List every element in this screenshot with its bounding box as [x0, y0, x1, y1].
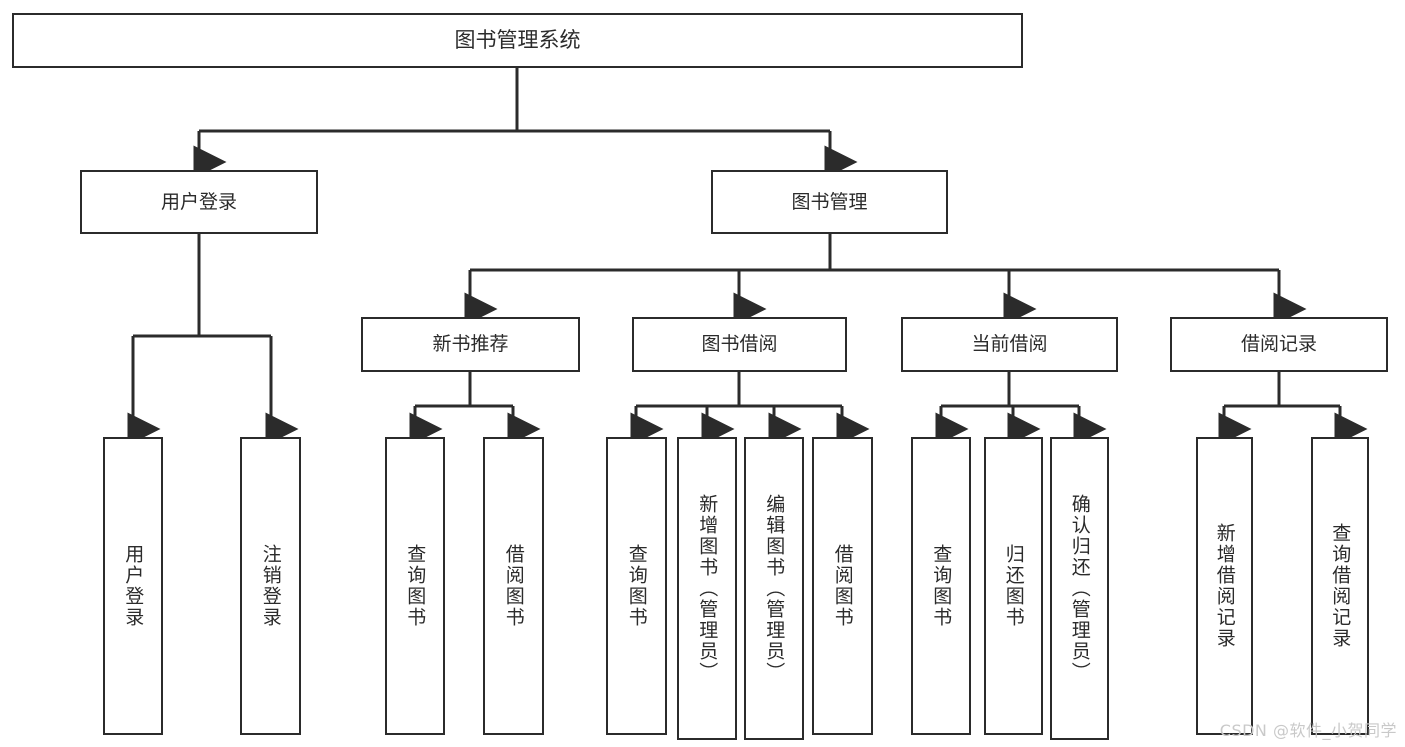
node-new-book-recommend[interactable]: 新书推荐 — [361, 317, 580, 372]
leaf-add-book-admin-label: 新增图书（管理员） — [696, 494, 719, 683]
leaf-query-book-current-label: 查询图书 — [930, 544, 953, 628]
watermark: CSDN @软件_小贺同学 — [1219, 721, 1397, 740]
node-new-book-recommend-label: 新书推荐 — [432, 333, 509, 356]
leaf-query-borrow-record[interactable]: 查询借阅记录 — [1311, 437, 1369, 735]
leaf-borrow-book-label: 借阅图书 — [831, 544, 854, 628]
leaf-query-book-borrow-label: 查询图书 — [625, 544, 648, 628]
leaf-query-book-current[interactable]: 查询图书 — [911, 437, 971, 735]
leaf-add-book-admin[interactable]: 新增图书（管理员） — [677, 437, 737, 740]
node-book-management-label: 图书管理 — [791, 190, 868, 213]
leaf-confirm-return-admin[interactable]: 确认归还（管理员） — [1050, 437, 1109, 740]
node-book-borrow[interactable]: 图书借阅 — [632, 317, 847, 372]
leaf-query-book-borrow[interactable]: 查询图书 — [606, 437, 667, 735]
node-book-borrow-label: 图书借阅 — [701, 333, 778, 356]
node-root[interactable]: 图书管理系统 — [12, 13, 1023, 68]
node-root-label: 图书管理系统 — [454, 28, 581, 53]
leaf-borrow-book-recommend[interactable]: 借阅图书 — [483, 437, 544, 735]
node-borrow-records[interactable]: 借阅记录 — [1170, 317, 1388, 372]
node-user-login[interactable]: 用户登录 — [80, 170, 318, 234]
leaf-user-login-label: 用户登录 — [122, 544, 145, 628]
node-borrow-records-label: 借阅记录 — [1240, 333, 1317, 356]
leaf-add-borrow-record[interactable]: 新增借阅记录 — [1196, 437, 1253, 735]
leaf-return-book[interactable]: 归还图书 — [984, 437, 1043, 735]
leaf-edit-book-admin[interactable]: 编辑图书（管理员） — [744, 437, 804, 740]
leaf-borrow-book[interactable]: 借阅图书 — [812, 437, 873, 735]
leaf-query-book-recommend[interactable]: 查询图书 — [385, 437, 445, 735]
leaf-query-borrow-record-label: 查询借阅记录 — [1329, 523, 1352, 649]
leaf-logout-label: 注销登录 — [259, 544, 282, 628]
leaf-borrow-book-recommend-label: 借阅图书 — [502, 544, 525, 628]
leaf-return-book-label: 归还图书 — [1002, 544, 1025, 628]
leaf-confirm-return-admin-label: 确认归还（管理员） — [1068, 494, 1091, 683]
leaf-user-login[interactable]: 用户登录 — [103, 437, 163, 735]
node-current-borrow[interactable]: 当前借阅 — [901, 317, 1118, 372]
node-book-management[interactable]: 图书管理 — [711, 170, 948, 234]
node-user-login-label: 用户登录 — [160, 190, 237, 213]
node-current-borrow-label: 当前借阅 — [971, 333, 1048, 356]
leaf-add-borrow-record-label: 新增借阅记录 — [1213, 523, 1236, 649]
leaf-logout[interactable]: 注销登录 — [240, 437, 301, 735]
leaf-edit-book-admin-label: 编辑图书（管理员） — [763, 494, 786, 683]
leaf-query-book-recommend-label: 查询图书 — [404, 544, 427, 628]
